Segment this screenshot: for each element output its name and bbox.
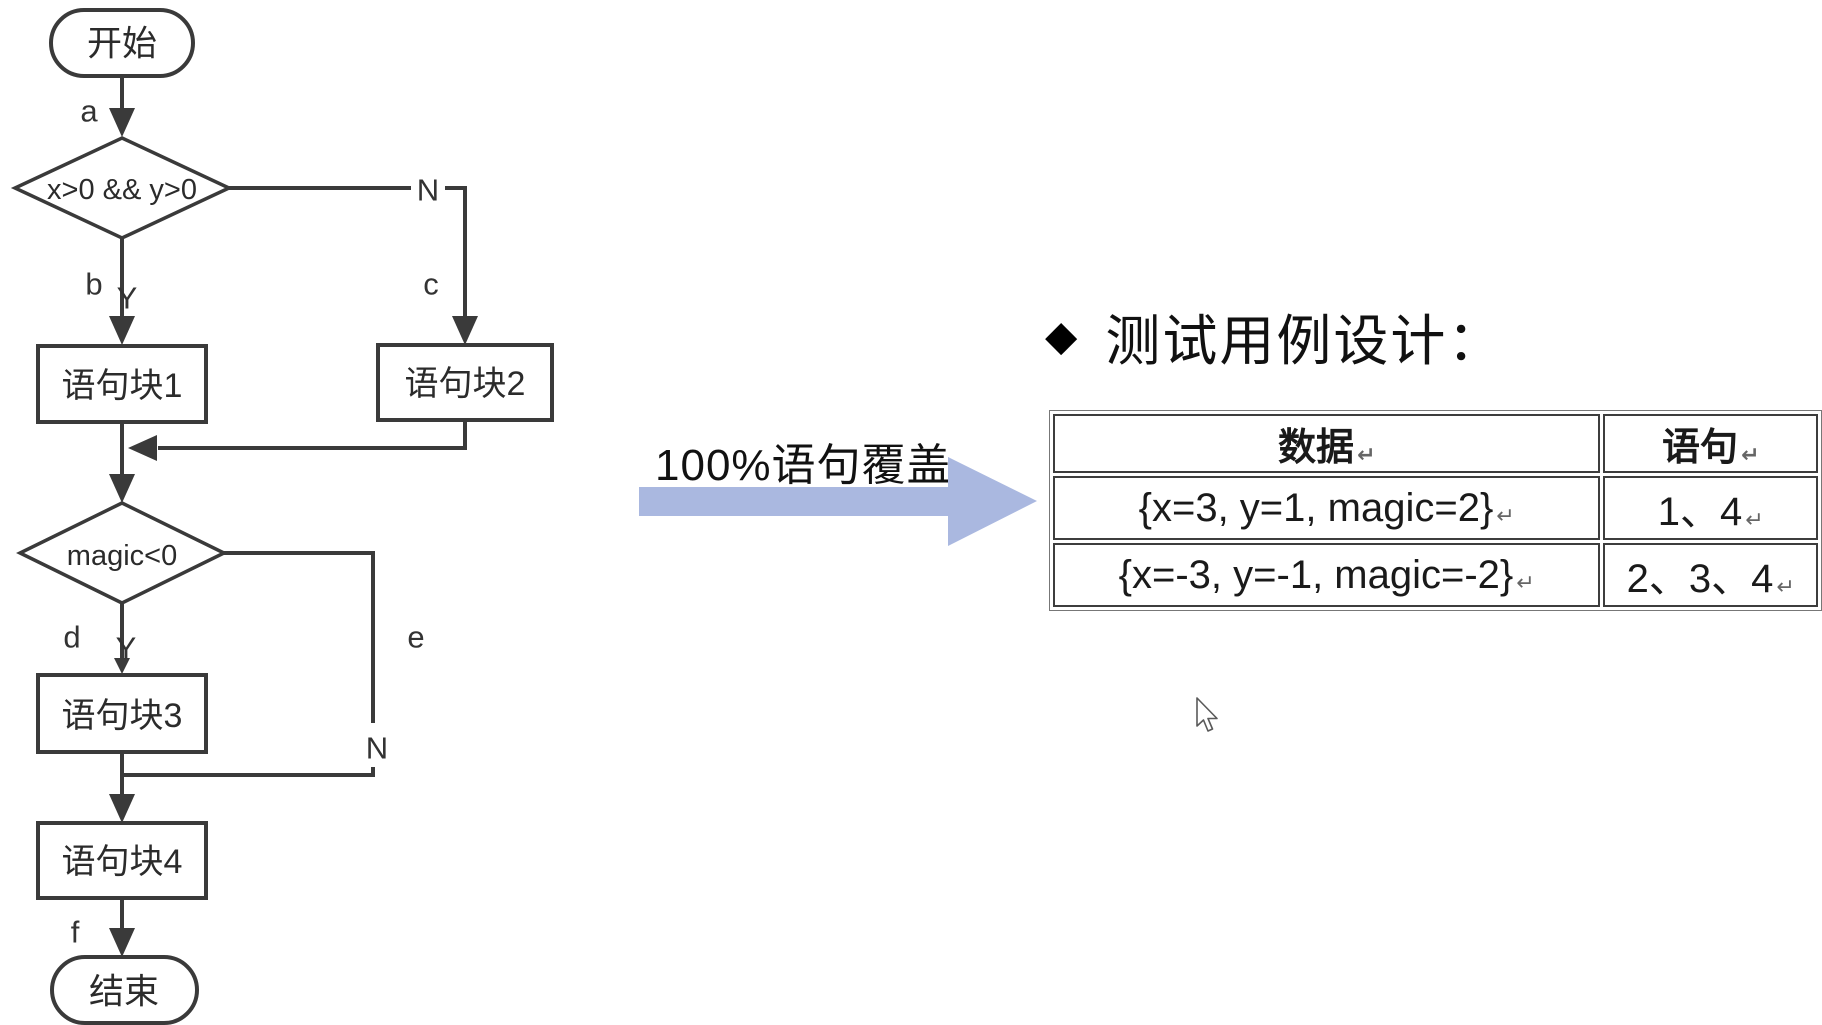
node-decision-magic: magic<0 bbox=[16, 501, 228, 605]
flowchart-diagram: 开始 x>0 && y>0 语句块1 语句块2 magic<0 语句块3 语句块… bbox=[10, 8, 554, 1025]
paragraph-mark-icon: ↵ bbox=[1745, 508, 1764, 533]
table-header-statement-text: 语句 bbox=[1661, 427, 1738, 469]
table-header-data: 数据↵ bbox=[1053, 414, 1601, 473]
table-cell-text: 1、4 bbox=[1657, 490, 1743, 534]
section-title: 测试用例设计： bbox=[1105, 311, 1505, 372]
node-decision-xy: x>0 && y>0 bbox=[10, 136, 234, 240]
node-end: 结束 bbox=[50, 955, 199, 1025]
table-cell-text: {x=3, y=1, magic=2} bbox=[1138, 485, 1494, 530]
flowchart-edges bbox=[120, 76, 467, 930]
transition-arrow-label: 100%语句覆盖 bbox=[655, 441, 952, 490]
branch-label-cond2-yes: Y bbox=[116, 631, 137, 666]
branch-label-cond2-no: N bbox=[366, 731, 388, 766]
right-arrow-icon bbox=[639, 457, 1037, 546]
table-row: {x=3, y=1, magic=2}↵ 1、4↵ bbox=[1053, 476, 1818, 540]
table-header-statement: 语句↵ bbox=[1603, 414, 1818, 473]
table-cell-data-2: {x=-3, y=-1, magic=-2}↵ bbox=[1053, 543, 1601, 607]
branch-label-cond1-no: N bbox=[417, 173, 439, 208]
section-heading: ◆ 测试用例设计： bbox=[1045, 296, 1504, 376]
node-block4-label: 语句块4 bbox=[62, 843, 183, 881]
edge-labels: a N b Y c d Y e N f bbox=[63, 94, 439, 950]
flowchart-arrowheads bbox=[109, 108, 478, 957]
mouse-cursor-icon bbox=[1196, 697, 1218, 732]
table-cell-data-1: {x=3, y=1, magic=2}↵ bbox=[1053, 476, 1601, 540]
table-cell-statement-1: 1、4↵ bbox=[1603, 476, 1818, 540]
node-end-label: 结束 bbox=[89, 973, 159, 1012]
paragraph-mark-icon: ↵ bbox=[1356, 443, 1376, 468]
edge-label-f: f bbox=[71, 915, 80, 950]
node-start-label: 开始 bbox=[87, 25, 157, 64]
node-block1: 语句块1 bbox=[36, 344, 208, 424]
edge-label-d: d bbox=[63, 620, 80, 655]
edge-label-b: b bbox=[85, 267, 102, 302]
table-row: {x=-3, y=-1, magic=-2}↵ 2、3、4↵ bbox=[1053, 543, 1818, 607]
node-block3: 语句块3 bbox=[36, 673, 208, 754]
edge-label-a: a bbox=[80, 94, 98, 129]
table-header-row: 数据↵ 语句↵ bbox=[1053, 414, 1818, 473]
table-cell-statement-2: 2、3、4↵ bbox=[1603, 543, 1818, 607]
table-cell-text: {x=-3, y=-1, magic=-2} bbox=[1118, 552, 1514, 597]
diamond-bullet-icon: ◆ bbox=[1045, 312, 1078, 359]
node-block3-label: 语句块3 bbox=[62, 697, 183, 735]
node-block4: 语句块4 bbox=[36, 821, 208, 900]
paragraph-mark-icon: ↵ bbox=[1776, 575, 1795, 600]
node-block2-label: 语句块2 bbox=[405, 365, 526, 403]
branch-label-cond1-yes: Y bbox=[117, 281, 138, 316]
node-decision-xy-label: x>0 && y>0 bbox=[47, 174, 197, 206]
edge-label-c: c bbox=[423, 267, 439, 302]
table-cell-text: 2、3、4 bbox=[1626, 557, 1774, 601]
testcase-table: 数据↵ 语句↵ {x=3, y=1, magic=2}↵ 1、4↵ {x=-3,… bbox=[1049, 410, 1822, 611]
paragraph-mark-icon: ↵ bbox=[1496, 503, 1515, 529]
node-start: 开始 bbox=[49, 8, 195, 78]
edge-label-e: e bbox=[407, 620, 424, 655]
table-header-data-text: 数据 bbox=[1277, 427, 1354, 469]
node-decision-magic-label: magic<0 bbox=[67, 540, 177, 572]
paragraph-mark-icon: ↵ bbox=[1740, 443, 1760, 468]
paragraph-mark-icon: ↵ bbox=[1516, 570, 1535, 596]
node-block2: 语句块2 bbox=[376, 343, 554, 422]
node-block1-label: 语句块1 bbox=[62, 367, 183, 405]
